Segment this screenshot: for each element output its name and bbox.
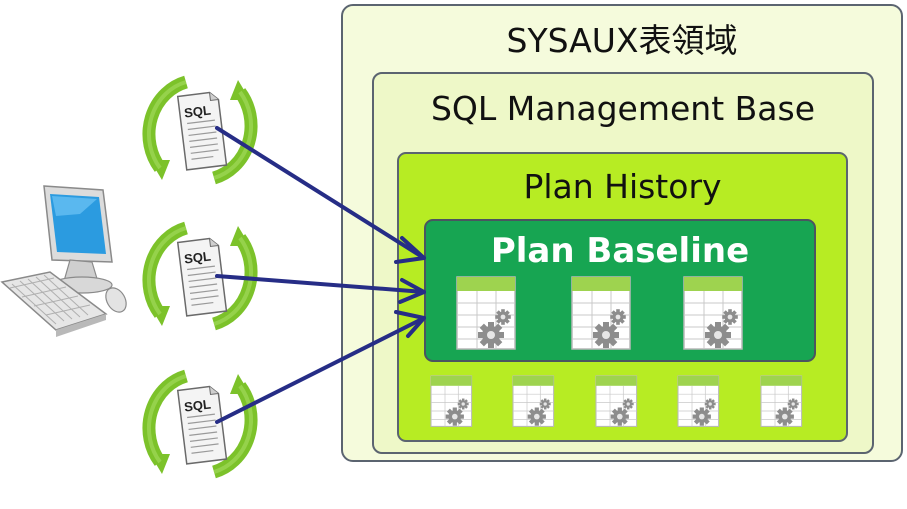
arrow-3 <box>215 316 426 424</box>
sysaux-title: SYSAUX表領域 <box>506 21 738 60</box>
plan-history-title: Plan History <box>523 167 722 206</box>
arrow-2 <box>215 274 426 294</box>
sql-label-3: SQL <box>183 396 211 414</box>
sql-management-base-title: SQL Management Base <box>430 89 816 128</box>
sql-label-2: SQL <box>183 248 211 266</box>
plan-baseline-title: Plan Baseline <box>490 231 750 271</box>
arrow-1 <box>215 126 426 260</box>
sql-label-1: SQL <box>183 102 211 120</box>
